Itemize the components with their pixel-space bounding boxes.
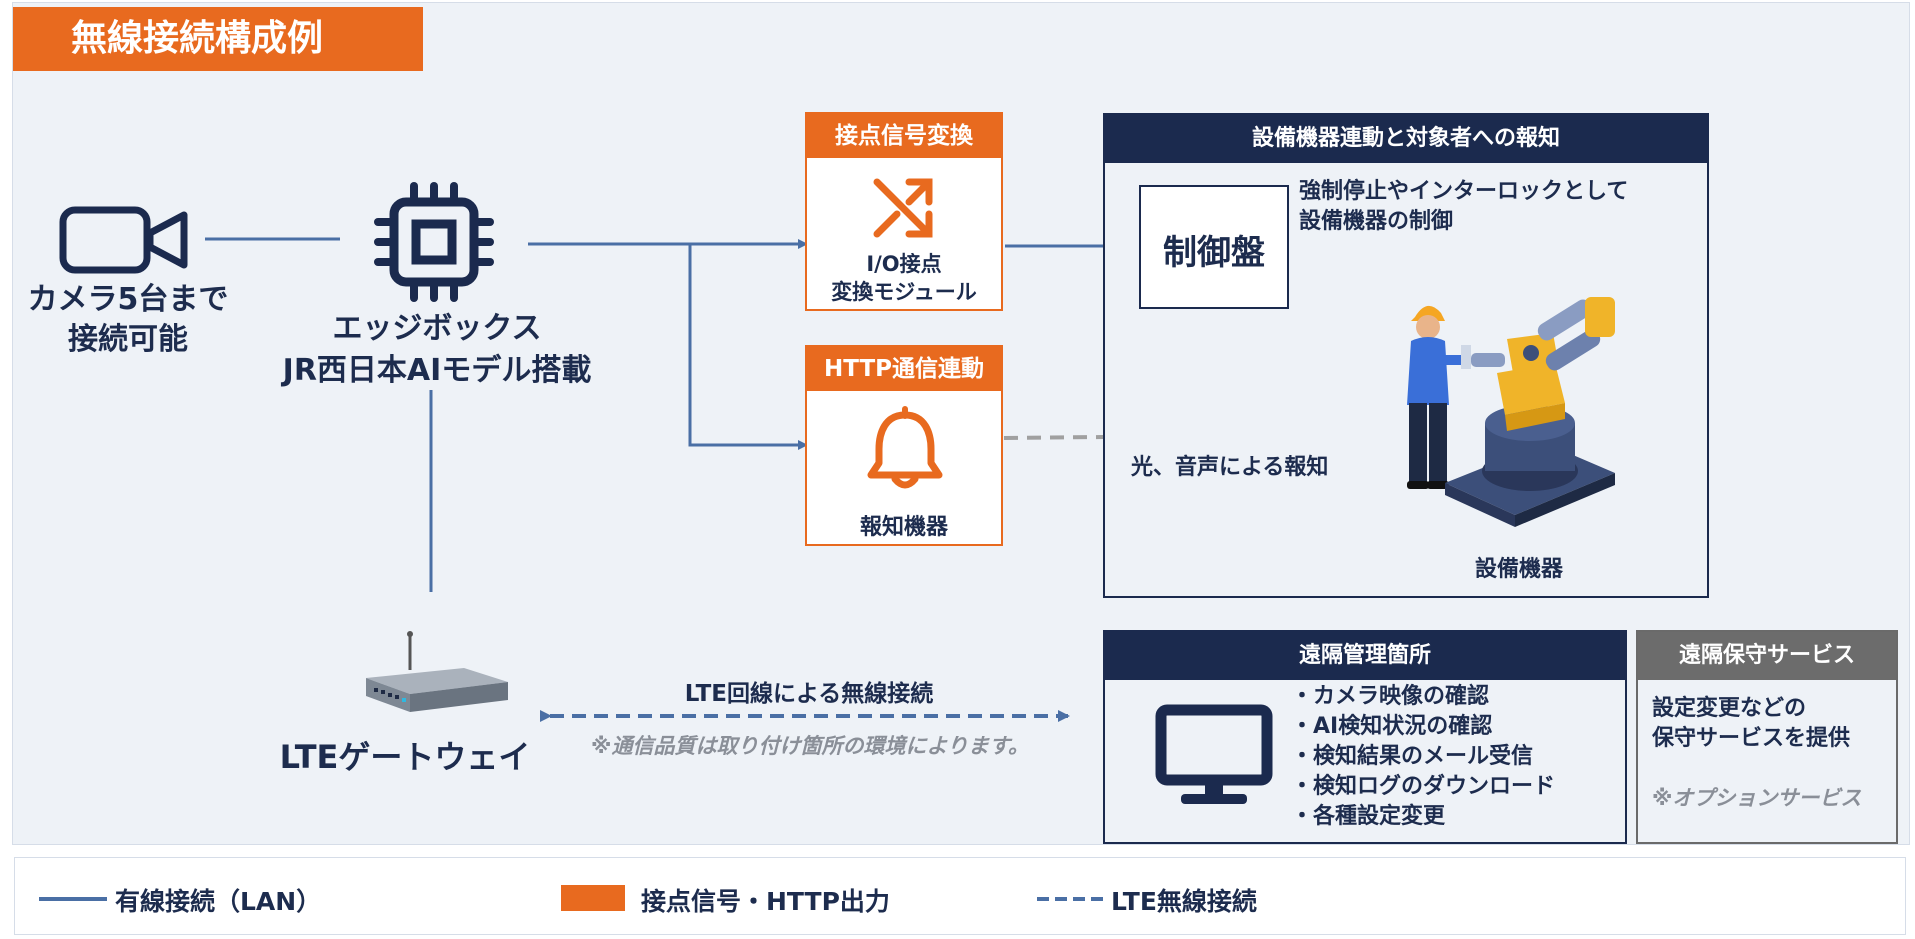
control-note: 強制停止やインターロックとして 設備機器の制御	[1299, 179, 1629, 234]
chip-icon	[374, 182, 494, 302]
contact-module-label: I/O接点 変換モジュール	[831, 252, 977, 304]
control-panel-box: 制御盤	[1139, 185, 1289, 309]
bell-icon	[867, 406, 943, 489]
option-note: ※オプションサービス	[1652, 786, 1862, 810]
equipment-section: 設備機器連動と対象者への報知 制御盤 強制停止やインターロックとして 設備機器の…	[1103, 113, 1709, 598]
video-camera-icon	[59, 206, 188, 274]
legend-orange-swatch	[561, 885, 625, 911]
edge-box-label: エッジボックス JR西日本AIモデル搭載	[282, 311, 592, 388]
page-title: 無線接続構成例	[13, 7, 423, 71]
remote-management-list: ・カメラ映像の確認 ・AI検知状況の確認 ・検知結果のメール受信 ・検知ログのダ…	[1291, 682, 1555, 832]
legend-lte-label: LTE無線接続	[1111, 887, 1257, 916]
http-module-box: HTTP通信連動 報知機器	[805, 345, 1003, 546]
contact-module-header: 接点信号変換	[807, 114, 1001, 158]
list-item: ・カメラ映像の確認	[1291, 684, 1490, 709]
list-item: ・検知結果のメール受信	[1291, 744, 1534, 769]
robot-arm-icon	[1445, 297, 1615, 527]
control-panel-label: 制御盤	[1163, 233, 1265, 273]
shuffle-arrows-icon	[873, 178, 933, 238]
lte-link-note: ※通信品質は取り付け箇所の環境によります。	[591, 734, 1029, 758]
legend-wired-label: 有線接続（LAN）	[115, 887, 322, 916]
legend: 有線接続（LAN） 接点信号・HTTP出力 LTE無線接続	[14, 857, 1906, 935]
remote-management-header: 遠隔管理箇所	[1105, 632, 1625, 680]
legend-output-label: 接点信号・HTTP出力	[641, 887, 890, 916]
http-module-label: 報知機器	[859, 515, 948, 540]
remote-maintenance-text: 設定変更などの 保守サービスを提供	[1652, 696, 1851, 751]
router-icon	[366, 631, 508, 712]
lte-gateway-label: LTEゲートウェイ	[279, 738, 531, 776]
equipment-label: 設備機器	[1475, 557, 1564, 582]
edge-http-line	[688, 244, 808, 450]
lte-link-label: LTE回線による無線接続	[684, 681, 934, 707]
equipment-section-header: 設備機器連動と対象者への報知	[1105, 115, 1707, 163]
camera-label: カメラ5台まで 接続可能	[27, 282, 229, 357]
list-item: ・各種設定変更	[1291, 804, 1446, 829]
contact-module-box: 接点信号変換 I/O接点 変換モジュール	[805, 112, 1003, 311]
remote-maintenance-box: 遠隔保守サービス 設定変更などの 保守サービスを提供 ※オプションサービス	[1636, 630, 1898, 844]
notify-note: 光、音声による報知	[1131, 455, 1329, 480]
remote-maintenance-header: 遠隔保守サービス	[1638, 632, 1896, 680]
remote-management-box: 遠隔管理箇所 ・カメラ映像の確認 ・AI検知状況の確認 ・検知結果のメール受信 …	[1103, 630, 1627, 844]
http-module-header: HTTP通信連動	[807, 347, 1001, 391]
list-item: ・検知ログのダウンロード	[1291, 774, 1556, 799]
legend-dashed-line	[1037, 897, 1105, 901]
monitor-icon	[1155, 704, 1273, 804]
legend-solid-line	[39, 897, 107, 901]
list-item: ・AI検知状況の確認	[1291, 714, 1493, 739]
worker-icon	[1407, 305, 1471, 489]
